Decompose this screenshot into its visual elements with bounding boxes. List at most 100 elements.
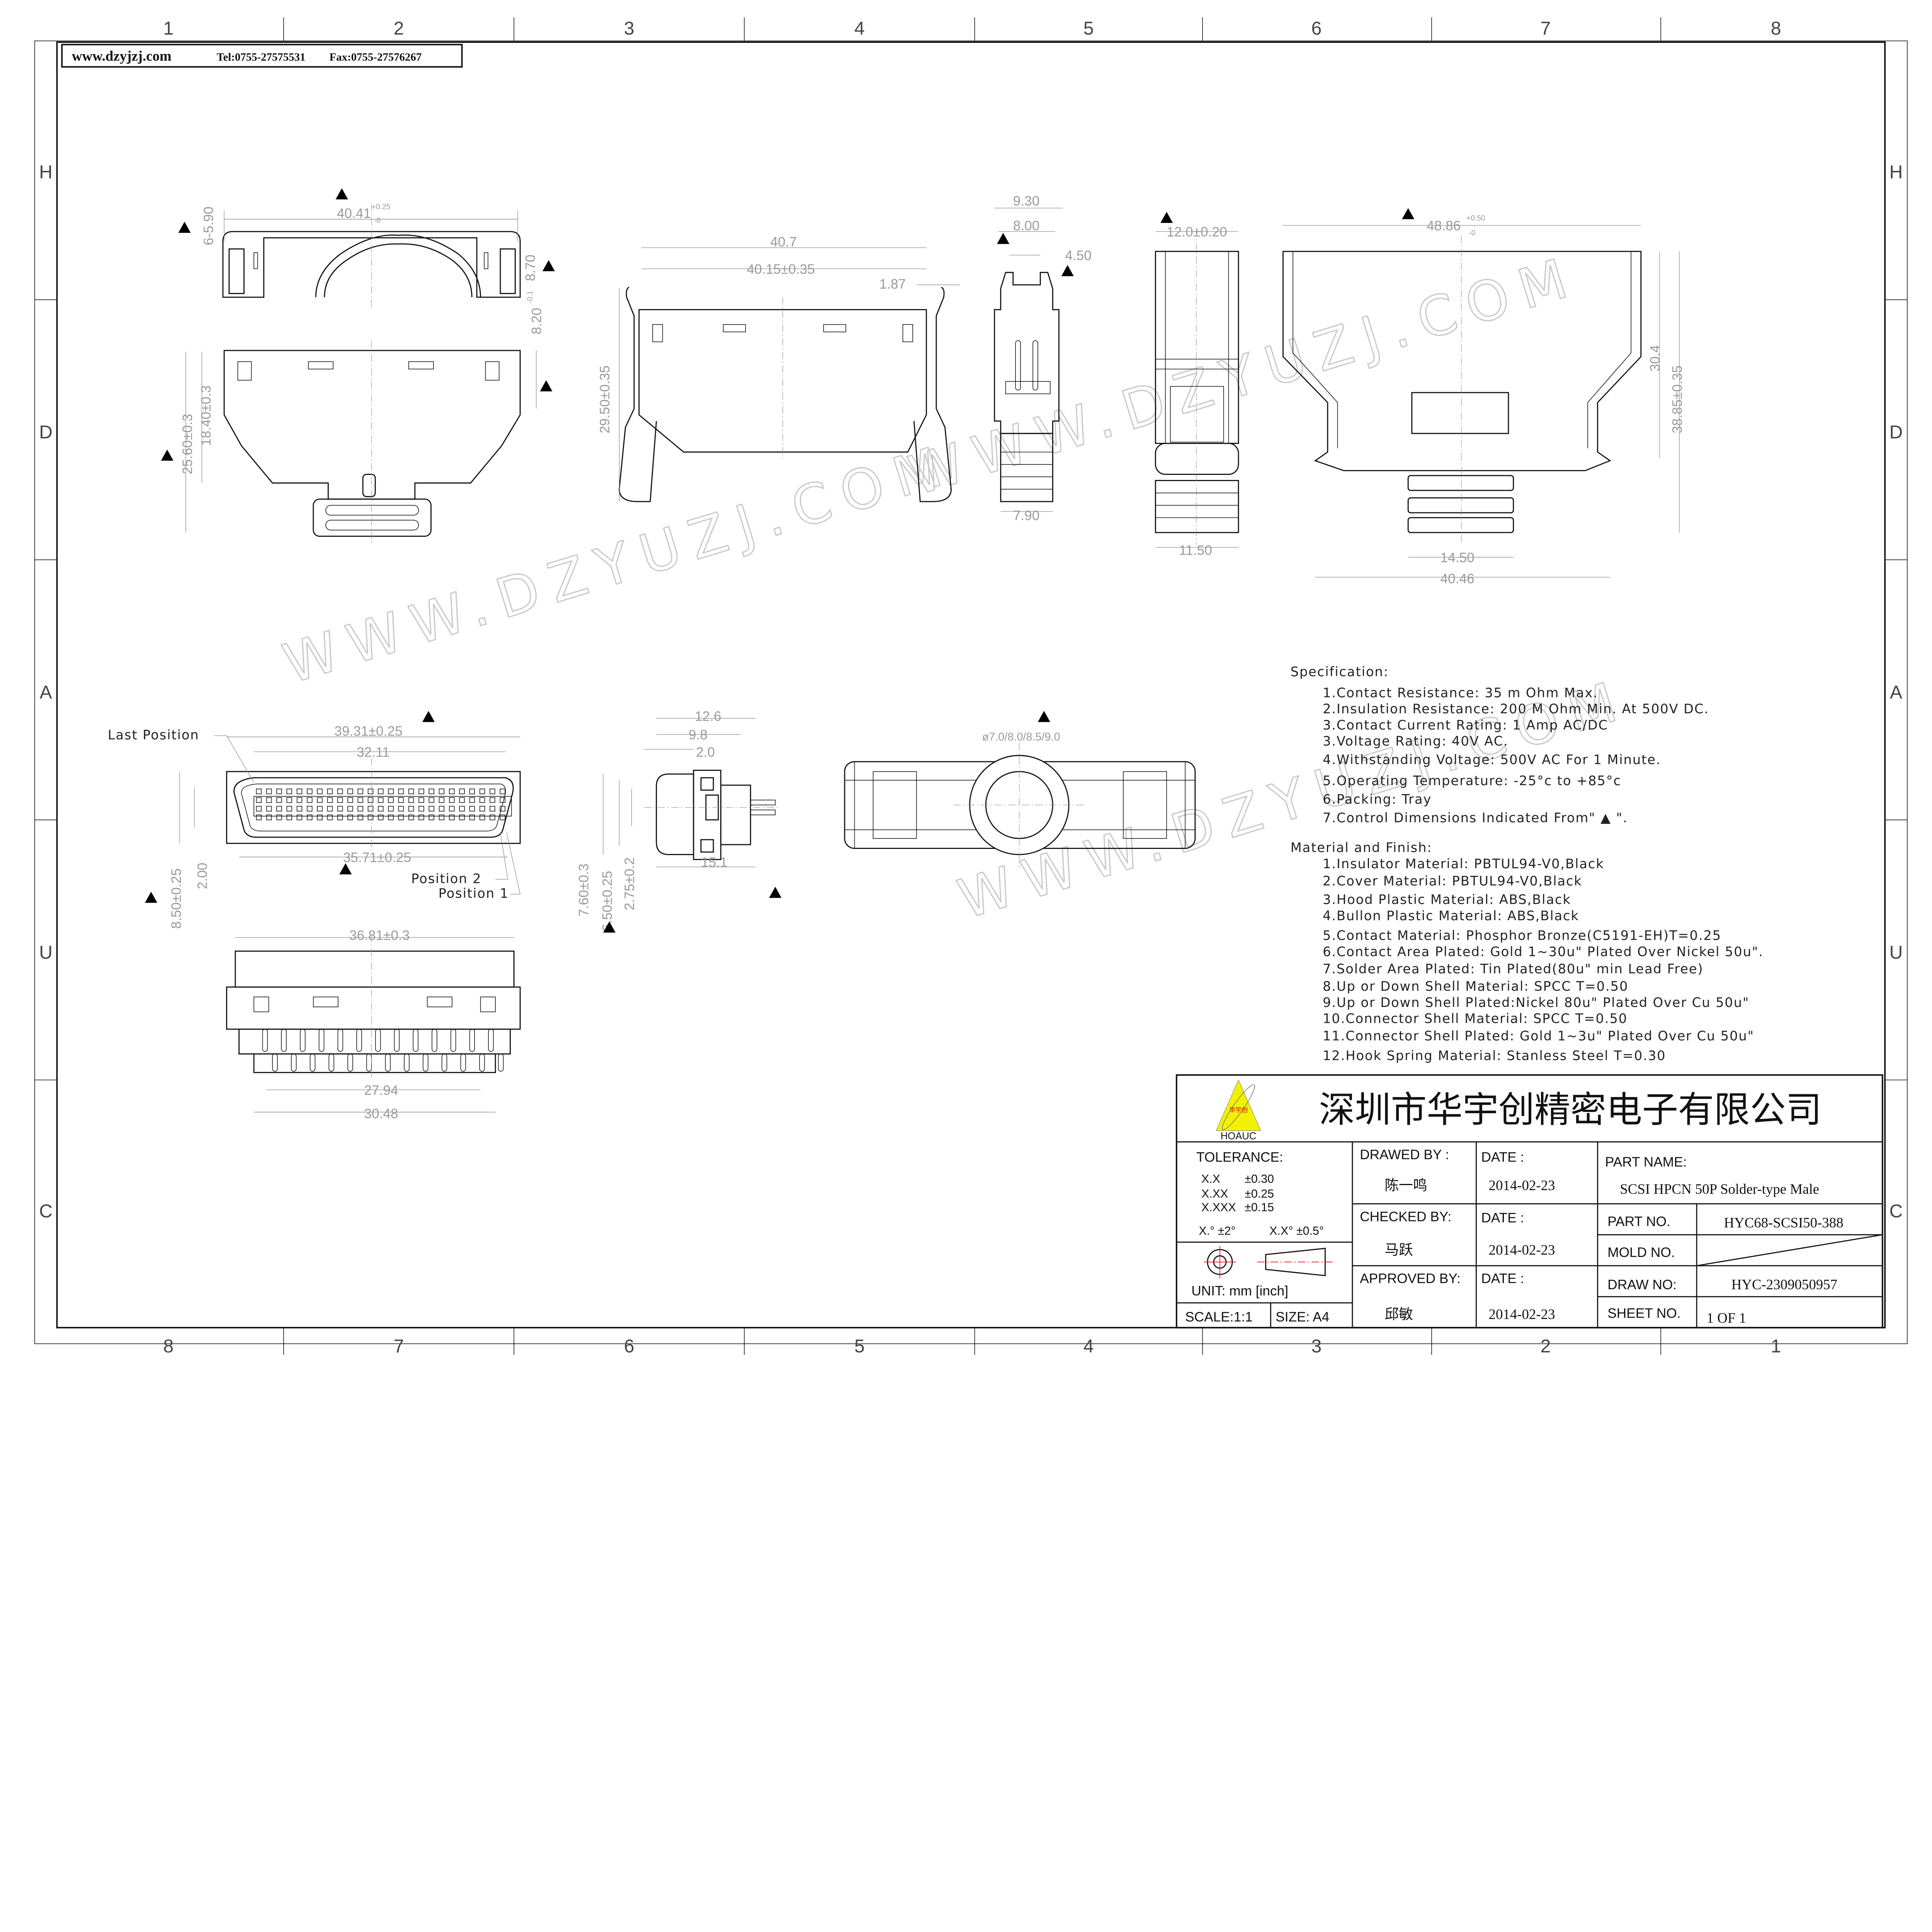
contact-pin [500, 788, 505, 794]
svg-text:38.85±0.35: 38.85±0.35 [1670, 366, 1685, 434]
svg-text:陈一鸣: 陈一鸣 [1384, 1177, 1427, 1193]
col-label: 4 [1083, 1336, 1094, 1357]
row-label: U [1889, 942, 1903, 963]
col-label: 7 [1541, 18, 1551, 39]
contact-pin [296, 815, 303, 820]
col-label: 3 [624, 18, 634, 39]
svg-text:MOLD NO.: MOLD NO. [1607, 1245, 1675, 1260]
view-mating-face [226, 758, 521, 855]
col-label: 8 [163, 1336, 174, 1357]
contact-pin [357, 806, 363, 812]
col-label: 2 [1541, 1336, 1551, 1357]
solder-pin [318, 1029, 325, 1052]
contact-pin [296, 788, 303, 794]
svg-text:DATE :: DATE : [1481, 1210, 1524, 1225]
svg-text:2014-02-23: 2014-02-23 [1489, 1306, 1555, 1322]
contact-pin [286, 815, 292, 820]
contact-pin [378, 797, 384, 803]
svg-text:DRAW NO:: DRAW NO: [1607, 1277, 1677, 1293]
contact-pin [459, 815, 465, 820]
svg-text:X.XX: X.XX [1201, 1187, 1228, 1200]
contact-pin [490, 788, 495, 794]
contact-pin [367, 815, 374, 820]
solder-pin [498, 1053, 504, 1072]
contact-pin [367, 806, 374, 812]
dimension-lines [179, 207, 1680, 1112]
svg-text:12.6: 12.6 [695, 709, 721, 724]
dimensions: 40.41 +0.25-0 6-5.90 8.70 8.20 -0.1 25.6… [169, 194, 1685, 1121]
contact-pin [449, 815, 455, 820]
contact-pin [388, 815, 394, 820]
svg-text:4.Withstanding Voltage: 500V A: 4.Withstanding Voltage: 500V AC For 1 Mi… [1323, 752, 1661, 767]
svg-text:马跃: 马跃 [1384, 1242, 1413, 1258]
solder-pin [291, 1053, 297, 1072]
row-label: D [39, 422, 53, 443]
svg-text:-0: -0 [1469, 229, 1475, 237]
contact-pin [378, 815, 384, 820]
svg-text:8.50±0.25: 8.50±0.25 [169, 868, 184, 929]
contact-pin [439, 788, 445, 794]
svg-text:SCALE:1:1: SCALE:1:1 [1185, 1310, 1252, 1325]
solder-pin [469, 1029, 475, 1052]
material-list: Material and Finish: 1.Insulator Materia… [1291, 840, 1763, 1063]
svg-text:10.Connector Shell Material: S: 10.Connector Shell Material: SPCC T=0.50 [1323, 1011, 1628, 1026]
contact-pin [266, 797, 272, 803]
contact-pin [459, 806, 465, 812]
contact-pin [317, 815, 323, 820]
svg-text:7.Control Dimensions Indicated: 7.Control Dimensions Indicated From" ▲ "… [1323, 810, 1628, 825]
svg-text:X.X: X.X [1201, 1172, 1220, 1185]
grid-ticks [34, 17, 1907, 1355]
solder-pin [347, 1053, 353, 1072]
svg-text:CHECKED BY:: CHECKED BY: [1360, 1209, 1451, 1224]
svg-text:8.00: 8.00 [1013, 218, 1040, 233]
row-label: C [39, 1201, 53, 1222]
contact-pin [327, 788, 333, 794]
svg-text:11.50: 11.50 [1179, 543, 1212, 558]
contact-pin [418, 797, 424, 803]
contact-pin [408, 815, 414, 820]
view-solder-side [226, 935, 521, 1078]
svg-text:SCSI HPCN 50P Solder-type Male: SCSI HPCN 50P Solder-type Male [1620, 1181, 1819, 1197]
svg-text:29.50±0.35: 29.50±0.35 [597, 366, 612, 434]
row-label: H [39, 162, 53, 183]
solder-pin [310, 1053, 316, 1072]
contact-pin [266, 815, 272, 820]
contact-pin [398, 797, 404, 803]
watermark: WWW.DZYUZJ.COM WWW.DZYUZJ.COM WWW.DZYUZJ… [276, 243, 1636, 932]
svg-text:7.60±0.3: 7.60±0.3 [576, 864, 591, 917]
contact-pin [347, 815, 353, 820]
contact-pin [418, 815, 424, 820]
solder-pin [432, 1029, 437, 1052]
website-link[interactable]: www.dzyjzj.com [72, 48, 172, 64]
contact-pin [479, 797, 485, 803]
col-label: 3 [1311, 1336, 1322, 1357]
contact-pin [317, 797, 323, 803]
contact-pin [429, 797, 434, 803]
contact-pin [398, 815, 404, 820]
contact-pin [337, 815, 343, 820]
svg-text:SIZE: A4: SIZE: A4 [1276, 1310, 1329, 1325]
svg-text:X.° ±2°: X.° ±2° [1199, 1225, 1236, 1238]
column-labels-bottom: 8 7 6 5 4 3 2 1 [163, 1336, 1781, 1357]
svg-text:30.4: 30.4 [1648, 345, 1663, 372]
solder-pins [262, 1029, 504, 1072]
svg-text:11.Connector Shell Plated: Gol: 11.Connector Shell Plated: Gold 1~3u" Pl… [1323, 1028, 1754, 1043]
svg-text:6-5.90: 6-5.90 [201, 207, 216, 245]
svg-text:HYC68-SCSI50-388: HYC68-SCSI50-388 [1724, 1214, 1844, 1230]
svg-text:±0.25: ±0.25 [1245, 1187, 1274, 1200]
contact-pin [449, 797, 455, 803]
solder-pin [460, 1053, 466, 1072]
contact-pin [266, 788, 272, 794]
contact-pin [276, 788, 282, 794]
svg-text:40.15±0.35: 40.15±0.35 [747, 262, 815, 277]
title-block: 华宇创 HOAUC 深圳市华宇创精密电子有限公司 TOLERANCE: X.X±… [1175, 1074, 1883, 1328]
contact-pin [439, 797, 445, 803]
contact-pin [490, 815, 495, 820]
contact-pin [276, 806, 282, 812]
svg-text:8.20: 8.20 [529, 308, 544, 335]
contact-pin [256, 788, 262, 794]
contact-pin [357, 788, 363, 794]
solder-pin [450, 1029, 456, 1052]
contact-pin [327, 806, 333, 812]
projection-symbol-icon [1204, 1246, 1333, 1278]
